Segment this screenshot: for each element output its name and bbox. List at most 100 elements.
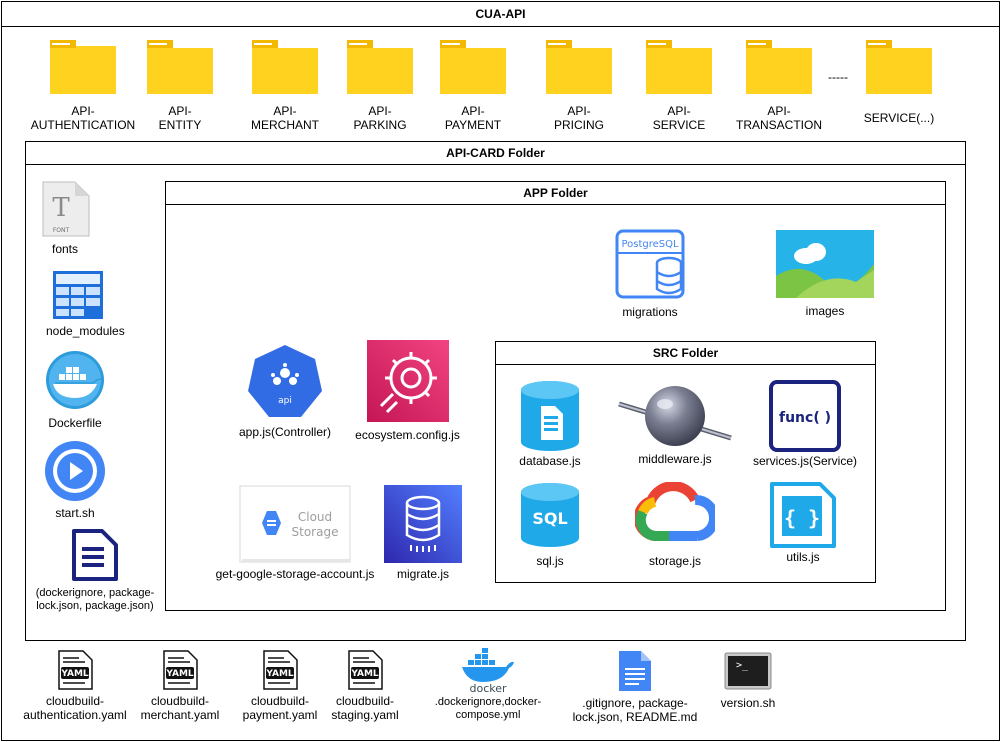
- dockerfile-label: Dockerfile: [48, 416, 102, 430]
- yaml-file-icon: YAML: [58, 650, 93, 690]
- folder-api-entity[interactable]: API- ENTITY: [125, 38, 235, 132]
- version-sh-label: version.sh: [720, 696, 776, 710]
- docker-compose-item[interactable]: docker .dockerignore,docker- compose.yml: [418, 648, 558, 722]
- cloudbuild-authentication-label: cloudbuild- authentication.yaml: [23, 694, 127, 722]
- node-modules-item[interactable]: node_modules: [30, 270, 140, 338]
- gitignore-readme-item[interactable]: .gitignore, package- lock.json, README.m…: [570, 650, 700, 724]
- gear-icon: [366, 340, 449, 422]
- google-storage-item[interactable]: Cloud Storage get-google-storage-account…: [210, 485, 380, 581]
- migrate-js-item[interactable]: migrate.js: [373, 485, 473, 581]
- cloud-storage-text-2: Storage: [292, 525, 339, 539]
- cloudbuild-payment-item[interactable]: YAML cloudbuild- payment.yaml: [225, 650, 335, 722]
- sql-icon: SQL: [521, 483, 579, 547]
- folder-icon: [546, 40, 612, 94]
- storage-js-item[interactable]: storage.js: [625, 482, 725, 568]
- folder-api-authentication[interactable]: API- AUTHENTICATION: [28, 38, 138, 132]
- postgresql-icon: PostgreSQL: [615, 229, 685, 299]
- middleware-js-item[interactable]: middleware.js: [615, 382, 735, 466]
- postgresql-icon-text: PostgreSQL: [621, 239, 679, 250]
- yaml-file-icon: YAML: [263, 650, 298, 690]
- svg-text:T: T: [52, 193, 70, 223]
- api-card-title: API-CARD Folder: [26, 142, 965, 165]
- folder-api-payment[interactable]: API- PAYMENT: [418, 38, 528, 132]
- cloudbuild-payment-label: cloudbuild- payment.yaml: [242, 694, 318, 722]
- folder-label: API- TRANSACTION: [735, 104, 822, 132]
- database-js-label: database.js: [519, 454, 581, 468]
- app-js-label: app.js(Controller): [238, 425, 332, 439]
- folder-icon: [440, 40, 506, 94]
- folder-icon: [50, 40, 116, 94]
- services-js-item[interactable]: func( ) services.js(Service): [745, 380, 865, 468]
- cloudbuild-staging-item[interactable]: YAML cloudbuild- staging.yaml: [310, 650, 420, 722]
- app-folder-title: APP Folder: [166, 182, 945, 205]
- ecosystem-config-label: ecosystem.config.js: [355, 428, 460, 442]
- start-sh-item[interactable]: start.sh: [30, 440, 120, 520]
- kubernetes-api-icon: api: [248, 345, 322, 417]
- yaml-icon-text: YAML: [60, 669, 89, 679]
- middleware-js-label: middleware.js: [638, 452, 712, 466]
- folder-icon: [746, 40, 812, 94]
- terminal-icon: >_: [724, 652, 772, 690]
- folder-label: API- AUTHENTICATION: [30, 104, 136, 132]
- folder-service-more[interactable]: SERVICE(...): [844, 38, 954, 125]
- folder-api-parking[interactable]: API- PARKING: [325, 38, 435, 132]
- cloudbuild-staging-label: cloudbuild- staging.yaml: [331, 694, 399, 722]
- sql-js-label: sql.js: [536, 554, 564, 568]
- folder-icon: [646, 40, 712, 94]
- docker-icon-text: docker: [469, 682, 507, 694]
- node-modules-icon: [53, 271, 103, 319]
- gitignore-readme-label: .gitignore, package- lock.json, README.m…: [572, 696, 698, 724]
- folder-api-transaction[interactable]: API- TRANSACTION: [724, 38, 834, 132]
- google-storage-label: get-google-storage-account.js: [215, 567, 375, 581]
- ecosystem-config-item[interactable]: ecosystem.config.js: [345, 340, 470, 442]
- sql-js-item[interactable]: SQL sql.js: [505, 482, 595, 568]
- folder-label: API- PRICING: [553, 104, 604, 132]
- database-js-item[interactable]: database.js: [505, 380, 595, 468]
- folder-icon: [347, 40, 413, 94]
- image-icon: [776, 230, 874, 298]
- utils-js-label: utils.js: [786, 550, 820, 564]
- folder-api-merchant[interactable]: API- MERCHANT: [230, 38, 340, 132]
- utils-js-item[interactable]: { } utils.js: [758, 482, 848, 564]
- folder-label: SERVICE(...): [863, 111, 935, 125]
- node-modules-label: node_modules: [46, 324, 125, 338]
- cloudbuild-merchant-label: cloudbuild- merchant.yaml: [140, 694, 220, 722]
- folder-api-pricing[interactable]: API- PRICING: [524, 38, 634, 132]
- docker-logo-icon: docker: [462, 648, 514, 694]
- folder-label: API- PARKING: [353, 104, 407, 132]
- cloud-storage-icon: Cloud Storage: [239, 485, 351, 563]
- images-label: images: [805, 304, 845, 318]
- cua-api-title: CUA-API: [2, 2, 999, 27]
- database-icon: [384, 485, 462, 563]
- braces-icon-text: { }: [784, 506, 820, 530]
- folder-label: API- ENTITY: [158, 104, 202, 132]
- folder-icon: [866, 40, 932, 94]
- font-icon-text: FONT: [53, 227, 70, 234]
- version-sh-item[interactable]: >_ version.sh: [710, 652, 786, 710]
- api-icon-text: api: [278, 396, 292, 406]
- docker-icon: [46, 351, 104, 409]
- database-doc-icon: [521, 381, 579, 451]
- services-js-label: services.js(Service): [752, 454, 857, 468]
- cloudbuild-authentication-item[interactable]: YAML cloudbuild- authentication.yaml: [15, 650, 135, 722]
- migrations-item[interactable]: PostgreSQL migrations: [600, 229, 700, 319]
- folder-label: API- PAYMENT: [444, 104, 502, 132]
- sphere-pipe-icon: [618, 386, 732, 446]
- folder-icon: [147, 40, 213, 94]
- fonts-item[interactable]: T FONT fonts: [30, 180, 100, 256]
- cloudbuild-merchant-item[interactable]: YAML cloudbuild- merchant.yaml: [125, 650, 235, 722]
- dockerfile-item[interactable]: Dockerfile: [30, 350, 120, 430]
- folder-api-service[interactable]: API- SERVICE: [624, 38, 734, 132]
- storage-js-label: storage.js: [648, 554, 702, 568]
- src-folder-title: SRC Folder: [496, 342, 875, 365]
- function-icon: func( ): [769, 380, 841, 452]
- folder-label: API- SERVICE: [652, 104, 706, 132]
- images-item[interactable]: images: [770, 230, 880, 318]
- yaml-icon-text: YAML: [165, 669, 194, 679]
- config-files-item[interactable]: (dockerignore, package- lock.json, packa…: [25, 529, 165, 613]
- app-js-item[interactable]: api app.js(Controller): [230, 343, 340, 439]
- migrations-label: migrations: [622, 305, 678, 319]
- fonts-label: fonts: [51, 242, 78, 256]
- json-braces-icon: { }: [770, 482, 836, 548]
- google-cloud-icon: [635, 482, 715, 541]
